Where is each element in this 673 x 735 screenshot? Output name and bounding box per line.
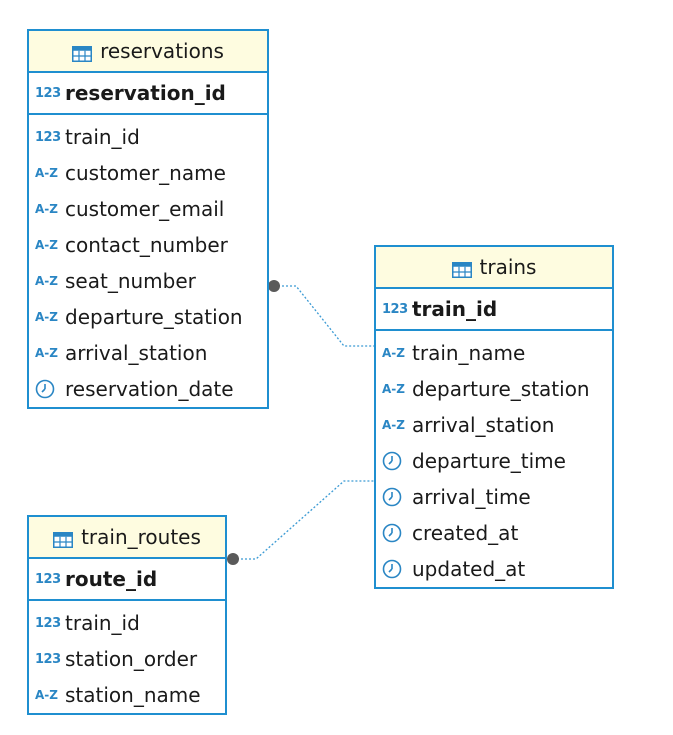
column-row[interactable]: A-Z train_name	[376, 335, 612, 371]
column-row[interactable]: updated_at	[376, 551, 612, 587]
column-name: arrival_time	[412, 485, 531, 509]
number-type-icon: 123	[382, 301, 408, 317]
table-icon	[53, 529, 74, 548]
text-type-icon: A-Z	[35, 346, 58, 360]
column-name: arrival_station	[412, 413, 555, 437]
primary-key-row[interactable]: 123 reservation_id	[29, 73, 267, 115]
column-row[interactable]: A-Z arrival_station	[29, 335, 267, 371]
entity-title: train_routes	[81, 525, 201, 549]
relationship-endpoint-reservations	[268, 280, 280, 292]
number-type-icon: 123	[35, 129, 61, 145]
text-type-icon: A-Z	[382, 382, 405, 396]
column-name: updated_at	[412, 557, 526, 581]
primary-key-row[interactable]: 123 route_id	[29, 559, 225, 601]
clock-icon	[382, 523, 408, 543]
entity-title: trains	[479, 255, 537, 279]
column-name: departure_station	[65, 305, 243, 329]
number-type-icon: 123	[35, 615, 61, 631]
column-row[interactable]: A-Z customer_name	[29, 155, 267, 191]
column-row[interactable]: A-Z station_name	[29, 677, 225, 713]
clock-icon	[382, 451, 408, 471]
column-name: train_id	[65, 125, 140, 149]
number-type-icon: 123	[35, 651, 61, 667]
number-type-icon: 123	[35, 571, 61, 587]
column-name: customer_email	[65, 197, 225, 221]
column-name: station_order	[65, 647, 198, 671]
column-row[interactable]: A-Z seat_number	[29, 263, 267, 299]
table-icon	[451, 259, 472, 278]
column-row[interactable]: A-Z arrival_station	[376, 407, 612, 443]
primary-key-row[interactable]: 123 train_id	[376, 289, 612, 331]
column-name: customer_name	[65, 161, 226, 185]
entity-title: reservations	[100, 39, 224, 63]
column-row[interactable]: created_at	[376, 515, 612, 551]
column-name: departure_time	[412, 449, 566, 473]
column-name: station_name	[65, 683, 201, 707]
text-type-icon: A-Z	[35, 310, 58, 324]
column-name: arrival_station	[65, 341, 208, 365]
column-name: contact_number	[65, 233, 228, 257]
text-type-icon: A-Z	[382, 418, 405, 432]
column-name: created_at	[412, 521, 519, 545]
text-type-icon: A-Z	[382, 346, 405, 360]
column-row[interactable]: A-Z customer_email	[29, 191, 267, 227]
column-name: train_id	[65, 611, 140, 635]
clock-icon	[35, 379, 61, 399]
relationship-train-routes-trains	[233, 480, 376, 560]
column-row[interactable]: A-Z contact_number	[29, 227, 267, 263]
primary-key-name: reservation_id	[65, 81, 226, 105]
table-icon	[72, 43, 93, 62]
column-row[interactable]: A-Z departure_station	[376, 371, 612, 407]
column-row[interactable]: departure_time	[376, 443, 612, 479]
text-type-icon: A-Z	[35, 166, 58, 180]
column-name: seat_number	[65, 269, 196, 293]
text-type-icon: A-Z	[35, 238, 58, 252]
text-type-icon: A-Z	[35, 202, 58, 216]
column-row[interactable]: A-Z departure_station	[29, 299, 267, 335]
number-type-icon: 123	[35, 85, 61, 101]
relationship-reservations-trains	[274, 285, 376, 347]
column-row[interactable]: reservation_date	[29, 371, 267, 407]
text-type-icon: A-Z	[35, 688, 58, 702]
primary-key-name: route_id	[65, 567, 158, 591]
entity-header: trains	[376, 247, 612, 289]
relationship-endpoint-train-routes	[227, 553, 239, 565]
entity-header: reservations	[29, 31, 267, 73]
column-name: train_name	[412, 341, 526, 365]
primary-key-name: train_id	[412, 297, 498, 321]
entity-header: train_routes	[29, 517, 225, 559]
column-name: reservation_date	[65, 377, 234, 401]
clock-icon	[382, 487, 408, 507]
column-row[interactable]: arrival_time	[376, 479, 612, 515]
column-name: departure_station	[412, 377, 590, 401]
text-type-icon: A-Z	[35, 274, 58, 288]
clock-icon	[382, 559, 408, 579]
